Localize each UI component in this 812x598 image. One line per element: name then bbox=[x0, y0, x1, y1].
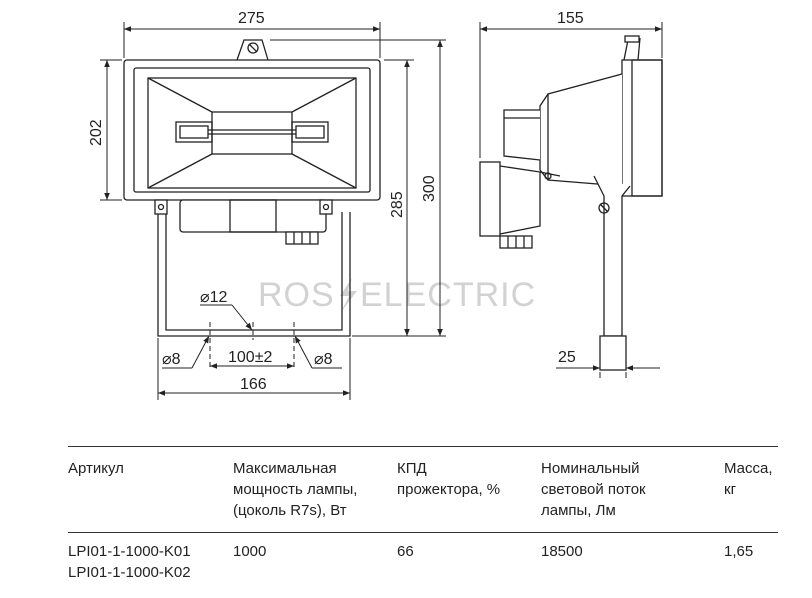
table-header-rule bbox=[68, 532, 778, 533]
cell-luminous-flux: 18500 bbox=[541, 543, 583, 560]
side-view bbox=[479, 35, 663, 371]
side-dimension-labels: 155 25 bbox=[557, 10, 584, 366]
header-max-power: Максимальная мощность лампы, (цоколь R7s… bbox=[233, 460, 358, 519]
dim-hole-center: ⌀12 bbox=[200, 289, 228, 306]
watermark-left-text: ROS bbox=[258, 276, 335, 314]
front-dimension-labels: 275 202 285 300 ⌀12 ⌀8 ⌀8 100±2 166 bbox=[88, 10, 438, 393]
header-mass: Масса, кг bbox=[724, 460, 773, 498]
header-luminous-flux: Номинальный световой поток лампы, Лм bbox=[541, 460, 646, 519]
dim-side-offset: 25 bbox=[558, 349, 576, 366]
dim-hole-right: ⌀8 bbox=[314, 351, 333, 368]
dim-height-300: 300 bbox=[421, 175, 438, 202]
cell-mass: 1,65 bbox=[724, 543, 754, 560]
lightning-bolt-icon bbox=[340, 278, 357, 312]
technical-drawing: ROS ELECTRIC bbox=[88, 10, 663, 400]
front-view bbox=[123, 39, 381, 337]
header-efficiency: КПД прожектора, % bbox=[397, 460, 501, 498]
dim-bracket-width: 166 bbox=[240, 376, 267, 393]
watermark-right-text: ELECTRIC bbox=[360, 276, 536, 314]
dim-side-depth: 155 bbox=[557, 10, 584, 27]
dim-height-285: 285 bbox=[389, 191, 406, 218]
cell-max-power: 1000 bbox=[233, 543, 267, 560]
dim-front-height: 202 bbox=[88, 119, 105, 146]
cell-efficiency: 66 bbox=[397, 543, 414, 560]
cell-article: LPI01-1-1000-K01 LPI01-1-1000-K02 bbox=[68, 543, 191, 581]
table-top-rule bbox=[68, 446, 778, 447]
watermark: ROS ELECTRIC bbox=[258, 276, 536, 314]
dim-front-width: 275 bbox=[238, 10, 265, 27]
header-article: Артикул bbox=[68, 460, 124, 477]
dim-hole-spacing: 100±2 bbox=[228, 349, 272, 366]
dim-hole-left: ⌀8 bbox=[162, 351, 181, 368]
